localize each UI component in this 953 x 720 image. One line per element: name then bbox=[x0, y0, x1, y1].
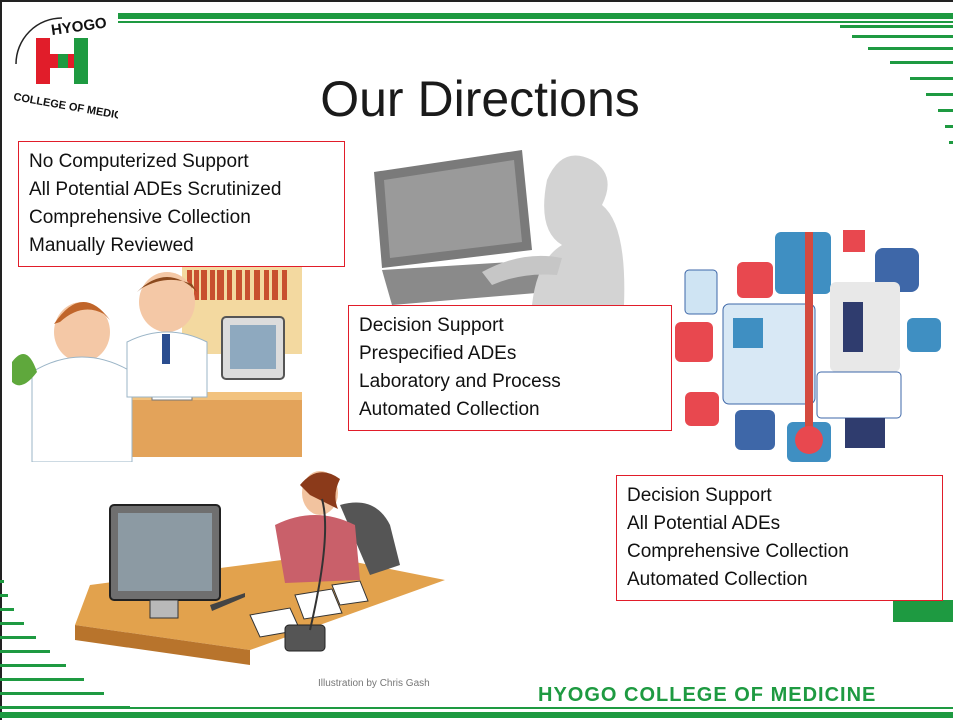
box-line: All Potential ADEs bbox=[627, 513, 781, 534]
slide-title: Our Directions bbox=[320, 71, 640, 127]
box-line: Manually Reviewed bbox=[29, 235, 194, 256]
illustration-credit: Illustration by Chris Gash bbox=[318, 678, 430, 689]
box-line: Comprehensive Collection bbox=[29, 207, 251, 228]
box-line: Automated Collection bbox=[627, 569, 808, 590]
top-green-line bbox=[118, 13, 953, 19]
no-computerized-support-box: No Computerized Support All Potential AD… bbox=[18, 141, 345, 267]
box-line: Automated Collection bbox=[359, 399, 540, 420]
box-line: Comprehensive Collection bbox=[627, 541, 849, 562]
prespecified-ades-box: Decision Support Prespecified ADEs Labor… bbox=[348, 305, 672, 431]
bottom-green-line bbox=[0, 712, 953, 718]
medical-icons-illustration bbox=[675, 222, 945, 472]
box-line: Decision Support bbox=[359, 315, 504, 336]
top-right-stripes bbox=[840, 25, 953, 155]
bottom-right-block bbox=[893, 600, 953, 622]
top-green-line-thin bbox=[118, 21, 953, 23]
top-border bbox=[0, 0, 953, 2]
bottom-green-line-thin bbox=[0, 707, 953, 709]
box-line: Decision Support bbox=[627, 485, 772, 506]
left-border bbox=[0, 0, 2, 720]
computer-user-silhouette bbox=[362, 150, 634, 305]
doctors-consultation-illustration bbox=[12, 262, 308, 462]
box-line: Laboratory and Process bbox=[359, 371, 561, 392]
footer-college-name: HYOGO COLLEGE OF MEDICINE bbox=[538, 684, 877, 706]
woman-at-computer-illustration bbox=[70, 465, 445, 675]
all-potential-ades-box: Decision Support All Potential ADEs Comp… bbox=[616, 475, 943, 601]
box-line: Prespecified ADEs bbox=[359, 343, 517, 364]
college-logo: HYOGO COLLEGE OF MEDICINE bbox=[6, 8, 141, 125]
box-line: No Computerized Support bbox=[29, 151, 249, 172]
box-line: All Potential ADEs Scrutinized bbox=[29, 179, 282, 200]
